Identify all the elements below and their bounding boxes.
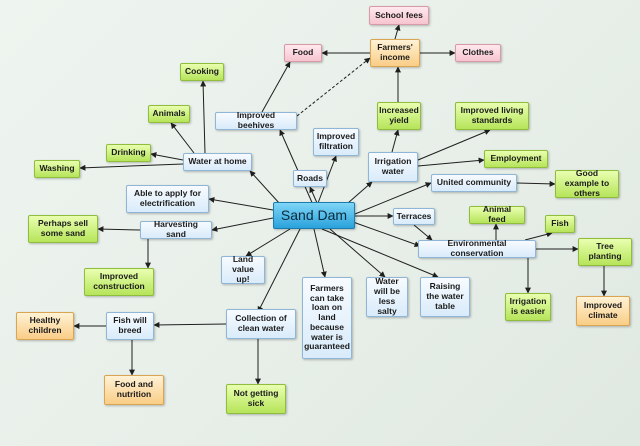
node-employment: Employment	[484, 150, 548, 168]
node-animals: Animals	[148, 105, 190, 123]
connector-arrow	[170, 122, 195, 154]
node-harvesting-sand: Harvesting sand	[140, 219, 212, 239]
node-water-at-home: Water at home	[183, 153, 252, 171]
connector-arrow	[417, 157, 485, 167]
node-electrification: Able to apply for electrification	[126, 185, 209, 213]
connector-arrow	[391, 129, 400, 153]
node-improved-beehives: Improved beehives	[215, 110, 297, 130]
connector-arrow	[413, 224, 433, 241]
node-farmers-loan: Farmers can take loan on land because wa…	[302, 277, 352, 359]
node-not-getting-sick: Not getting sick	[226, 384, 286, 414]
node-land-value-up: Land value up!	[221, 254, 265, 284]
connector-arrow	[153, 321, 227, 328]
node-fish-will-breed: Fish will breed	[106, 312, 154, 340]
node-farmers-income: Farmers' income	[370, 39, 420, 67]
connector-arrow	[354, 182, 432, 215]
connector-arrow	[79, 163, 184, 171]
connector-arrow	[211, 217, 274, 232]
connector-arrow	[317, 155, 337, 204]
node-food: Food	[284, 44, 322, 62]
node-school-fees: School fees	[369, 6, 429, 25]
node-improved-filtration: Improved filtration	[313, 128, 359, 156]
node-washing: Washing	[34, 160, 80, 178]
node-environmental-conservation: Environmental conservation	[418, 238, 536, 258]
node-food-and-nutrition: Food and nutrition	[104, 375, 164, 405]
connector-arrow	[150, 152, 184, 161]
connector-arrow	[257, 228, 301, 313]
node-united-community: United community	[431, 174, 517, 192]
connector-arrow	[245, 228, 291, 257]
node-improved-living-standards: Improved living standards	[455, 102, 529, 130]
node-fish: Fish	[545, 215, 575, 233]
connector-arrow	[352, 221, 421, 248]
connector-arrow	[394, 24, 401, 40]
node-less-salty: Water will be less salty	[366, 277, 408, 317]
node-increased-yield: Increased yield	[377, 102, 421, 130]
node-tree-planting: Tree planting	[578, 238, 632, 266]
connector-arrow	[313, 228, 327, 278]
connector-arrow	[261, 61, 291, 113]
connector-arrow	[249, 170, 281, 205]
connector-arrow	[200, 80, 207, 154]
node-roads: Roads	[293, 170, 327, 187]
node-good-example: Good example to others	[555, 168, 619, 198]
connector-arrow	[97, 226, 141, 233]
node-irrigation-water: Irrigation water	[368, 152, 418, 182]
node-improved-construction: Improved construction	[84, 268, 154, 296]
connector-arrow	[524, 231, 553, 241]
dashed-connector-arrow	[296, 57, 371, 117]
node-collection-clean-water: Collection of clean water	[226, 309, 296, 339]
connector-arrow	[208, 196, 274, 211]
connector-arrow	[516, 180, 556, 187]
connector-arrow	[321, 228, 439, 278]
node-healthy-children: Healthy children	[16, 312, 74, 340]
node-sand-dam: Sand Dam	[273, 202, 355, 229]
node-cooking: Cooking	[180, 63, 224, 81]
connector-arrow	[309, 186, 318, 204]
node-irrigation-easier: Irrigation is easier	[505, 293, 551, 321]
node-drinking: Drinking	[106, 144, 151, 162]
node-raising-water-table: Raising the water table	[420, 277, 470, 317]
node-improved-climate: Improved climate	[576, 296, 630, 326]
node-clothes: Clothes	[455, 44, 501, 62]
connector-arrow	[279, 129, 315, 208]
connector-arrow	[417, 129, 491, 161]
node-terraces: Terraces	[393, 208, 435, 225]
node-animal-feed: Animal feed	[469, 204, 525, 224]
node-perhaps-sell-sand: Perhaps sell some sand	[28, 215, 98, 243]
connector-arrow	[329, 228, 386, 278]
